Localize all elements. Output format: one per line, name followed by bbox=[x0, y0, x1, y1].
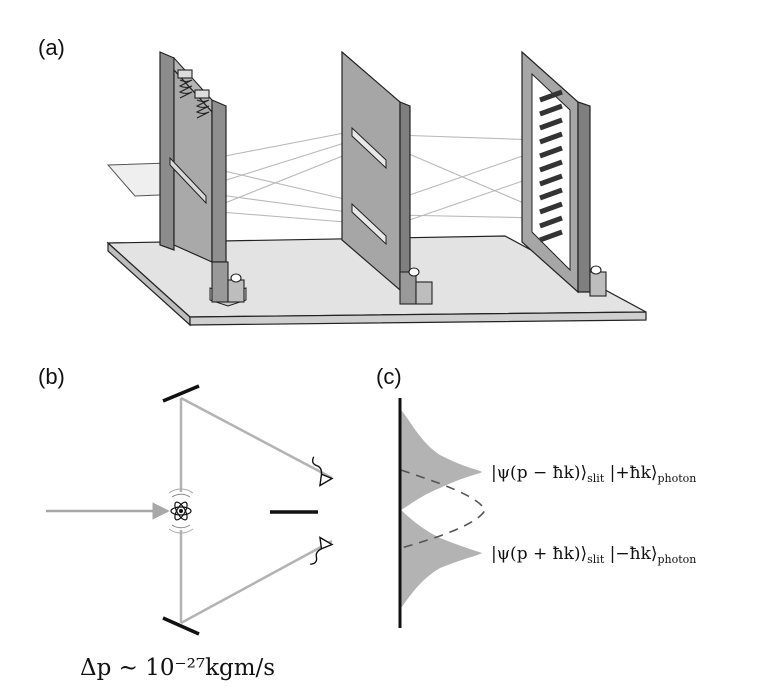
spring-icon bbox=[177, 69, 210, 119]
movable-slit-plate bbox=[159, 51, 247, 307]
panel-c-label: (c) bbox=[376, 364, 402, 389]
upper-momentum-distribution bbox=[401, 410, 482, 510]
atom-icon bbox=[168, 488, 194, 534]
panel-b: (b) bbox=[38, 364, 334, 681]
lower-momentum-distribution bbox=[401, 510, 482, 608]
interferometer-beams bbox=[179, 396, 333, 625]
double-slit-plate bbox=[341, 50, 433, 305]
mirror-icon bbox=[162, 616, 200, 636]
panel-a: (a) bbox=[38, 35, 647, 327]
state-top-label: |ψ(p − ħk)⟩slit |+ħk⟩photon bbox=[491, 463, 696, 485]
panel-c: (c) |ψ(p − ħk)⟩slit |+ħk⟩photon |ψ(p + ħ… bbox=[376, 364, 696, 628]
panel-a-label: (a) bbox=[38, 35, 65, 60]
interference-fringes bbox=[539, 89, 563, 243]
detector-icon bbox=[311, 456, 334, 487]
mirror-icon bbox=[162, 384, 200, 403]
panel-b-label: (b) bbox=[38, 364, 65, 389]
detection-screen bbox=[521, 50, 607, 297]
momentum-equation: Δp ∼ 10⁻²⁷kgm/s bbox=[80, 655, 275, 681]
state-bottom-label: |ψ(p + ħk)⟩slit |−ħk⟩photon bbox=[491, 544, 696, 566]
detector-icon bbox=[310, 536, 334, 565]
